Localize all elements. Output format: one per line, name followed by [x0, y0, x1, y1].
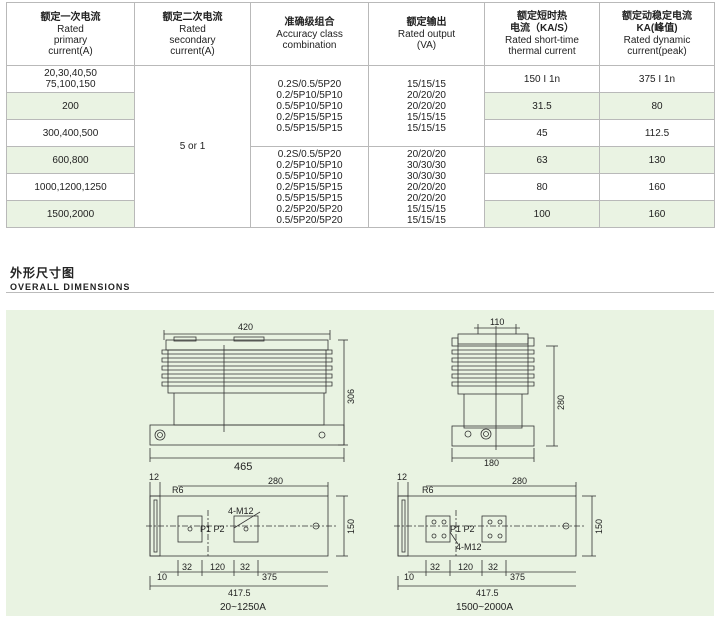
table-row: 200 31.5 80 [6, 92, 715, 120]
section-title-en: OVERALL DIMENSIONS [10, 282, 131, 292]
dim-pl-120: 120 [210, 562, 225, 572]
plan-left-drawing [146, 482, 348, 590]
dim-pr-12: 12 [397, 472, 407, 482]
table-row: 20,30,40,50 75,100,150 5 or 1 0.2S/0.5/5… [6, 65, 715, 228]
dim-pr-32a: 32 [430, 562, 440, 572]
cell-dynamic: 160 [599, 200, 715, 228]
dim-side-bottom: 180 [484, 458, 499, 468]
cell-primary: 300,400,500 [6, 119, 135, 147]
cell-primary: 20,30,40,50 75,100,150 [6, 65, 135, 93]
dim-pr-32b: 32 [488, 562, 498, 572]
cell-primary: 1500,2000 [6, 200, 135, 228]
cell-output-group1: 15/15/15 20/20/20 20/20/20 15/15/15 15/1… [368, 65, 485, 147]
dim-pr-280: 280 [512, 476, 527, 486]
dim-front-top: 420 [238, 322, 253, 332]
dim-side-top: 110 [490, 317, 504, 327]
cell-secondary: 5 or 1 [134, 65, 251, 228]
dim-pr-4175: 417.5 [476, 588, 499, 598]
cell-thermal: 31.5 [484, 92, 600, 120]
header-thermal: 额定短时热 电流（KA/S）Rated short-time thermal c… [484, 2, 600, 66]
cell-thermal: 63 [484, 146, 600, 174]
dim-pr-10: 10 [404, 572, 414, 582]
cell-thermal: 100 [484, 200, 600, 228]
dim-pl-12: 12 [149, 472, 159, 482]
dim-front-bottom: 465 [234, 461, 252, 473]
dim-pr-p1p2: P1 P2 [450, 524, 475, 534]
table-row: 300,400,500 45 112.5 [6, 119, 715, 147]
dim-side-height: 280 [556, 395, 566, 410]
dim-pl-32b: 32 [240, 562, 250, 572]
section-divider [6, 292, 714, 293]
cell-accuracy-group1: 0.2S/0.5/5P20 0.2/5P10/5P10 0.5/5P10/5P1… [250, 65, 369, 147]
cell-dynamic: 130 [599, 146, 715, 174]
dim-pl-375: 375 [262, 572, 277, 582]
cell-dynamic: 160 [599, 173, 715, 201]
dim-pr-120: 120 [458, 562, 473, 572]
dim-pl-r6: R6 [172, 485, 184, 495]
cell-accuracy-group2: 0.2S/0.5/5P20 0.2/5P10/5P10 0.5/5P10/5P1… [250, 146, 369, 228]
plan-right-drawing [394, 482, 596, 590]
header-dynamic: 额定动稳定电流 KA(峰值)Rated dynamic current(peak… [599, 2, 715, 66]
cell-primary: 600,800 [6, 146, 135, 174]
dim-pl-p1p2: P1 P2 [200, 524, 225, 534]
cell-dynamic: 80 [599, 92, 715, 120]
dim-pr-r6: R6 [422, 485, 434, 495]
side-view-drawing [451, 324, 558, 462]
caption-plan-left: 20~1250A [220, 602, 266, 613]
section-heading: 外形尺寸图 OVERALL DIMENSIONS [10, 264, 130, 292]
caption-plan-right: 1500~2000A [456, 602, 513, 613]
front-view-drawing [149, 330, 348, 462]
table-row: 600,800 0.2S/0.5/5P20 0.2/5P10/5P10 0.5/… [6, 146, 715, 228]
dim-pr-150: 150 [594, 519, 604, 534]
dim-pl-10: 10 [157, 572, 167, 582]
cell-thermal: 150 I 1n [484, 65, 600, 93]
dim-pl-32a: 32 [182, 562, 192, 572]
cell-thermal: 45 [484, 119, 600, 147]
cell-primary: 200 [6, 92, 135, 120]
dim-pl-150: 150 [346, 519, 356, 534]
dim-pr-m12: 4-M12 [456, 542, 482, 552]
dim-pl-m12: 4-M12 [228, 506, 254, 516]
dimension-drawings: 420 465 306 110 180 280 12 R6 280 4-M12 … [146, 317, 604, 613]
cell-primary: 1000,1200,1250 [6, 173, 135, 201]
cell-dynamic: 112.5 [599, 119, 715, 147]
table-row: 1500,2000 100 160 [6, 200, 715, 228]
cell-dynamic: 375 I 1n [599, 65, 715, 93]
dim-pl-280: 280 [268, 476, 283, 486]
dim-pl-4175: 417.5 [228, 588, 251, 598]
cell-thermal: 80 [484, 173, 600, 201]
cell-output-group2: 20/20/20 30/30/30 30/30/30 20/20/20 20/2… [368, 146, 485, 228]
section-title-cn: 外形尺寸图 [10, 266, 76, 280]
drawing-panel: 420 465 306 110 180 280 12 R6 280 4-M12 … [6, 310, 714, 616]
dim-pr-375: 375 [510, 572, 525, 582]
dim-front-height: 306 [346, 389, 356, 404]
